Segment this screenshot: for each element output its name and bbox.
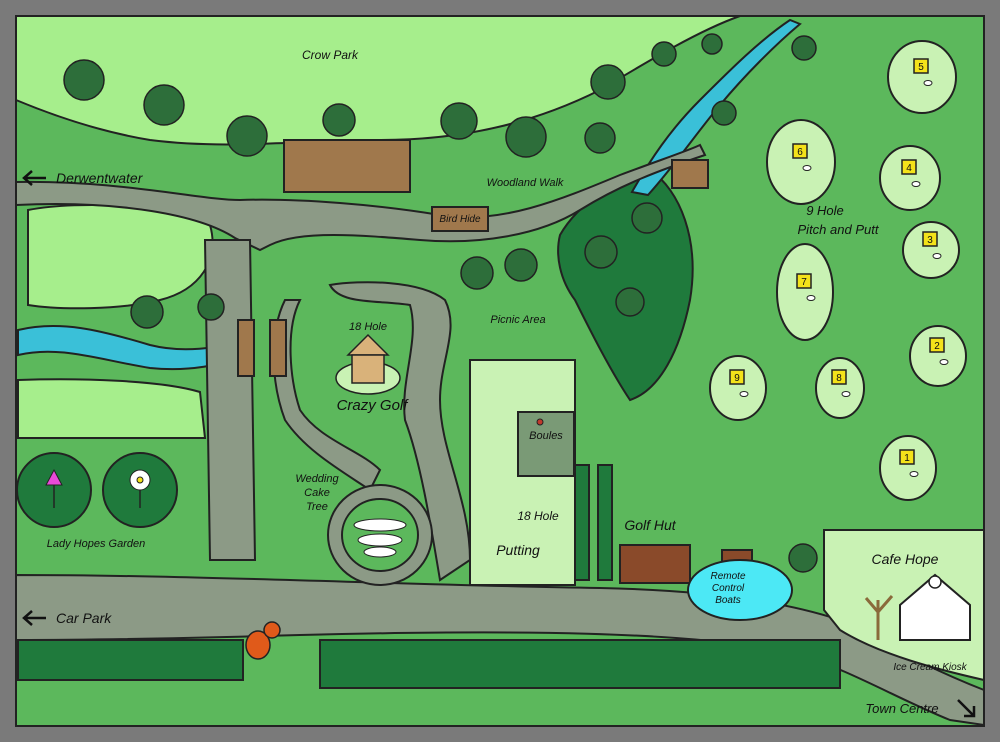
town-centre-label: Town Centre [865,701,938,716]
rc-boats-label-line2: Control [712,583,745,594]
flag-icon [792,143,808,159]
hole-number-label: 3 [927,235,933,246]
picnic-area-label: Picnic Area [490,314,545,326]
hole-number-label: 4 [906,163,912,174]
green-hole-4: 4 [879,145,941,211]
footbridge-stream [671,159,709,189]
putting-label: Putting [496,542,540,558]
green-hole-2: 2 [909,325,967,387]
rc-boats-label-line3: Boats [715,595,741,606]
wedding-cake-label-line2: Cake [304,487,330,499]
wedding-cake-label-line1: Wedding [295,473,339,485]
crow-park-label: Crow Park [302,48,359,62]
golf-hut-building [619,544,691,584]
wedding-cake-tree-icon [353,518,407,558]
field-south [17,378,207,439]
hole-number-label: 8 [836,373,842,384]
crazy-golf-label: Crazy Golf [337,397,410,414]
path-west-vertical [203,239,257,561]
flag-icon [929,337,945,353]
flag-icon [899,449,915,465]
crow-park-building [283,139,411,193]
hole-number-label: 2 [934,341,940,352]
flag-icon [901,159,917,175]
golf-hut-label: Golf Hut [624,517,676,533]
rc-boats-label-line1: Remote [710,571,745,582]
boules-jack [536,418,544,426]
cafe-hope-label: Cafe Hope [872,551,939,567]
flag-icon [796,273,812,289]
green-hole-3: 3 [902,221,960,279]
flag-icon [922,231,938,247]
tree-icon [63,33,818,573]
daisy-icon [129,469,151,508]
hedge-south-west [17,639,244,681]
flag-icon [913,58,929,74]
derwentwater-label: Derwentwater [56,170,144,186]
arrow-down-right-icon [957,699,976,718]
green-hole-5: 5 [887,40,957,114]
bridge-east [269,319,287,377]
green-hole-8: 8 [815,357,865,419]
hedge-golf-hut-west [597,464,613,581]
dead-tree-icon [864,595,894,640]
bird-hide-building [431,206,489,232]
pitch-and-putt-greens: 1 2 3 4 5 6 7 8 9 [709,40,967,501]
pitch-putt-label-line1: 9 Hole [806,203,844,218]
putting-holes-label: 18 Hole [517,509,559,523]
car-park-label: Car Park [56,610,112,626]
hole-number-label: 9 [734,373,740,384]
flag-icon [729,369,745,385]
lady-hopes-garden-label: Lady Hopes Garden [47,538,145,550]
boules-court [517,411,575,477]
crazy-golf-holes-label: 18 Hole [349,321,387,333]
hole-number-label: 7 [801,277,807,288]
bandstand-icon [335,333,401,395]
flag-icon [831,369,847,385]
green-hole-7: 7 [776,243,834,341]
green-hole-1: 1 [879,435,937,501]
ice-cream-kiosk-label: Ice Cream Kiosk [893,662,967,673]
squirrel-icon [245,621,281,660]
hedge-south [319,639,841,689]
wedding-cake-label-line3: Tree [306,501,328,513]
boules-label: Boules [529,430,563,442]
clock-icon [928,575,942,589]
hole-number-label: 1 [904,453,910,464]
boats-pond [687,559,793,621]
green-hole-6: 6 [766,119,836,205]
pink-flower-icon [45,468,63,508]
bridge-west [237,319,255,377]
green-hole-9: 9 [709,355,767,421]
pitch-putt-label-line2: Pitch and Putt [798,222,880,237]
hedge-putting-east [574,464,590,581]
hole-number-label: 5 [918,62,924,73]
hole-number-label: 6 [797,147,803,158]
bird-hide-label: Bird Hide [439,214,481,225]
arrow-left-icon [22,170,46,186]
arrow-left-icon [22,610,46,626]
main-path-north [15,143,707,252]
woodland-walk-label: Woodland Walk [487,177,564,189]
